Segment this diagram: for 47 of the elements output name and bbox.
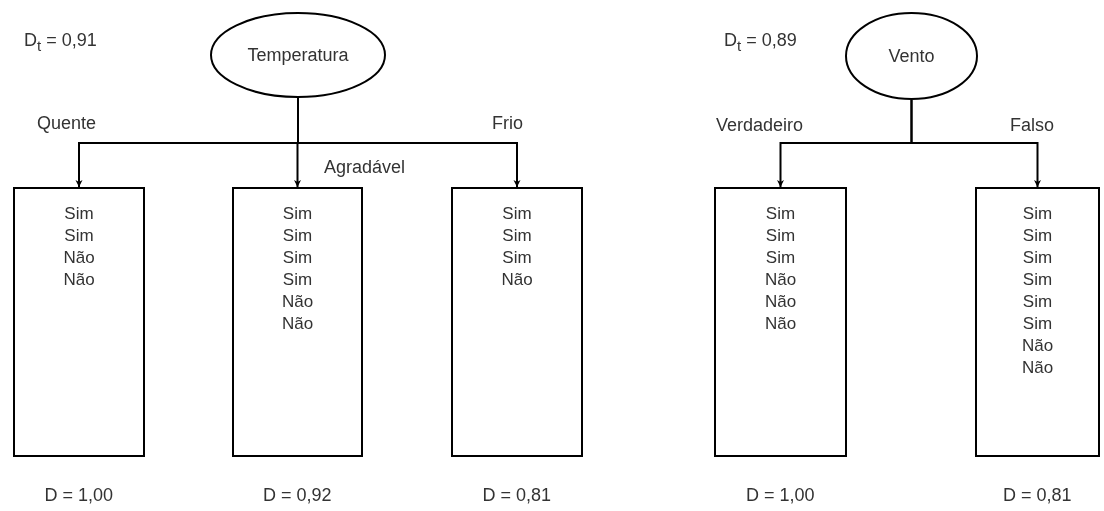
entropy-label: D$_{t}$ = 0,89: [722, 30, 799, 54]
class-value: Não: [62, 269, 96, 291]
class-value: Sim: [1021, 225, 1054, 247]
attribute-ellipse: [210, 12, 386, 98]
entropy-label: D = 0,81: [1001, 485, 1074, 506]
edge-label: Quente: [35, 113, 99, 134]
class-value: Sim: [281, 247, 314, 269]
class-value: Não: [280, 291, 315, 313]
class-value: Sim: [1021, 291, 1054, 313]
attribute-label: Temperatura: [247, 44, 349, 66]
entropy-label: D = 0,81: [480, 485, 554, 506]
attribute-label: Vento: [888, 45, 935, 67]
class-box: [451, 187, 583, 457]
class-value: Sim: [281, 203, 314, 225]
class-value: Sim: [764, 203, 797, 225]
entropy-label: D = 0,92: [261, 485, 334, 506]
entropy-label: D = 1,00: [744, 485, 817, 506]
arrow: [297, 97, 521, 188]
class-value: Sim: [1021, 313, 1054, 335]
class-value: Sim: [1021, 247, 1054, 269]
class-value: Sim: [281, 269, 314, 291]
class-value: Sim: [501, 247, 533, 269]
class-value: Não: [1020, 357, 1055, 379]
class-value: Não: [280, 313, 315, 335]
class-value: Sim: [1021, 203, 1054, 225]
class-value: Não: [763, 269, 798, 291]
class-value: Não: [500, 269, 534, 291]
attribute-ellipse: [845, 12, 978, 100]
class-value: Não: [62, 247, 96, 269]
class-value: Não: [763, 291, 798, 313]
class-value: Sim: [63, 203, 95, 225]
arrow: [910, 99, 1041, 188]
class-value: Sim: [281, 225, 314, 247]
class-box: [714, 187, 847, 457]
class-value: Sim: [501, 225, 533, 247]
class-value: Sim: [764, 225, 797, 247]
class-value: Sim: [1021, 269, 1054, 291]
class-box: [232, 187, 363, 457]
class-value: Sim: [501, 203, 533, 225]
class-value: Sim: [764, 247, 797, 269]
entropy-label: D = 1,00: [42, 485, 116, 506]
class-box: [975, 187, 1100, 457]
class-box: [13, 187, 145, 457]
class-value: Não: [763, 313, 798, 335]
class-value: Não: [1020, 335, 1055, 357]
entropy-label: D$_{t}$ = 0,91: [22, 30, 99, 54]
class-value: Sim: [63, 225, 95, 247]
